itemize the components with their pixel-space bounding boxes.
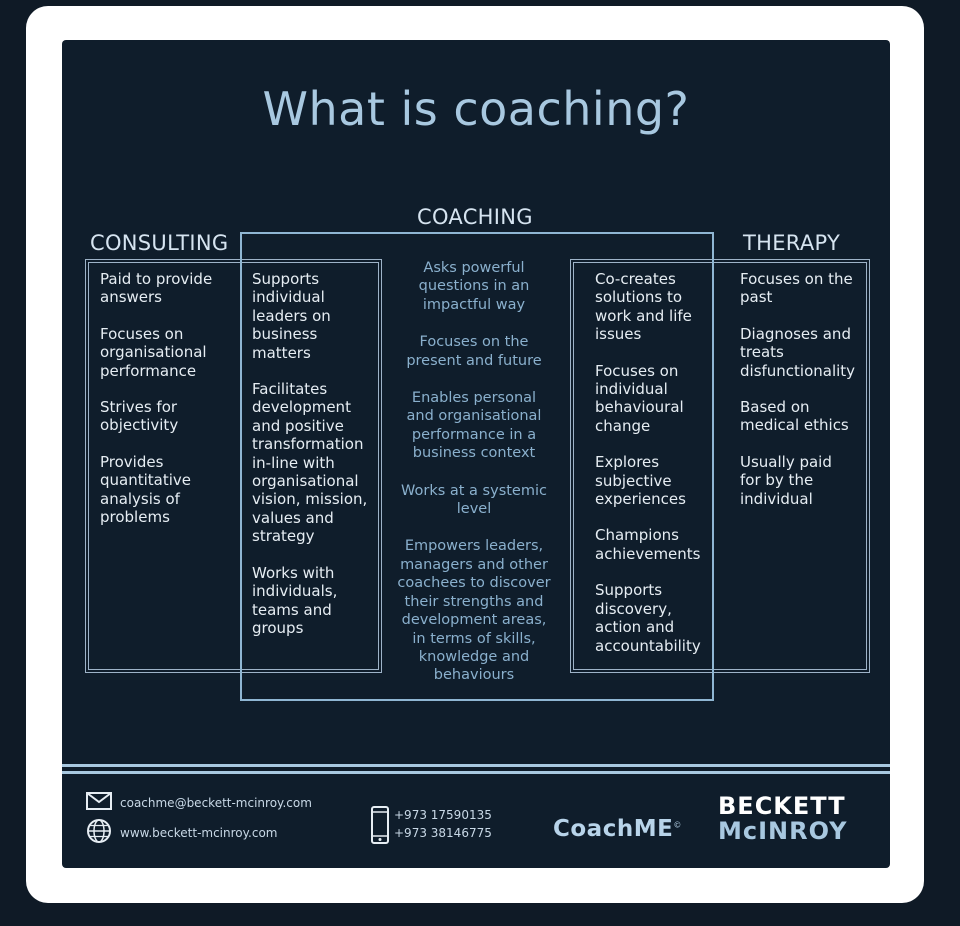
website-line: www.beckett-mcinroy.com xyxy=(86,818,277,847)
overlap-item: Supports discovery, action and accountab… xyxy=(595,581,701,655)
page-title: What is coaching? xyxy=(262,82,690,136)
footer-divider xyxy=(62,771,890,774)
therapy-item: Based on medical ethics xyxy=(740,398,849,435)
overlap-item: Co-creates solutions to work and life is… xyxy=(595,270,692,344)
coachme-logo: CoachME© xyxy=(553,816,682,842)
therapy-list: Focuses on the past Diagnoses and treats… xyxy=(740,270,856,526)
therapy-item: Usually paid for by the individual xyxy=(740,452,832,508)
coaching-heading: COACHING xyxy=(417,205,533,229)
footer-divider xyxy=(62,764,890,767)
therapy-box xyxy=(573,262,867,670)
therapy-heading: THERAPY xyxy=(743,231,841,255)
coachme-logo-text: CoachME xyxy=(553,816,674,842)
coaching-list: Asks powerful questions in an impactful … xyxy=(396,259,552,704)
consulting-item: Focuses on organisational performance xyxy=(100,324,207,380)
consulting-box xyxy=(88,262,379,670)
overlap-item: Focuses on individual behavioural change xyxy=(595,361,684,435)
overlap-item: Champions achievements xyxy=(595,526,701,563)
coaching-item: Works at a systemic level xyxy=(401,482,547,518)
therapy-item: Diagnoses and treats disfunctionality xyxy=(740,324,856,380)
consulting-item: Strives for objectivity xyxy=(100,398,179,435)
brand-logo-line1: BECKETT xyxy=(718,792,846,820)
coaching-frame xyxy=(240,232,714,701)
overlap-item: Explores subjective experiences xyxy=(595,453,686,509)
overlap-item: Supports individual leaders on business … xyxy=(252,270,331,362)
coaching-item: Empowers leaders, managers and other coa… xyxy=(397,538,551,684)
coaching-item: Asks powerful questions in an impactful … xyxy=(418,260,530,313)
coaching-item: Enables personal and organisational perf… xyxy=(406,390,542,462)
brand-logo-line2: McINROY xyxy=(718,817,848,845)
phone-number-1[interactable]: +973 17590135 xyxy=(394,808,492,822)
consulting-coaching-overlap-list: Supports individual leaders on business … xyxy=(252,270,368,655)
therapy-item: Focuses on the past xyxy=(740,270,853,307)
coaching-item: Focuses on the present and future xyxy=(406,334,542,369)
overlap-item: Works with individuals, teams and groups xyxy=(252,563,338,637)
email-line: coachme@beckett-mcinroy.com xyxy=(86,792,312,813)
coaching-therapy-overlap-list: Co-creates solutions to work and life is… xyxy=(595,270,705,673)
coachme-mark: © xyxy=(673,820,682,830)
consulting-item: Paid to provide answers xyxy=(100,270,213,307)
consulting-item: Provides quantitative analysis of proble… xyxy=(100,452,192,527)
globe-icon xyxy=(86,818,112,847)
infographic-panel: What is coaching? CONSULTING COACHING TH… xyxy=(62,40,890,868)
phone-number-2[interactable]: +973 38146775 xyxy=(394,826,492,840)
phone-icon xyxy=(370,806,390,848)
consulting-list: Paid to provide answers Focuses on organ… xyxy=(100,270,230,544)
consulting-heading: CONSULTING xyxy=(90,231,229,255)
website-link[interactable]: www.beckett-mcinroy.com xyxy=(120,825,278,840)
mail-icon xyxy=(86,792,112,813)
overlap-item: Facilitates development and positive tra… xyxy=(252,380,368,546)
phone-numbers: +973 17590135 +973 38146775 xyxy=(394,806,492,842)
email-link[interactable]: coachme@beckett-mcinroy.com xyxy=(120,795,312,810)
